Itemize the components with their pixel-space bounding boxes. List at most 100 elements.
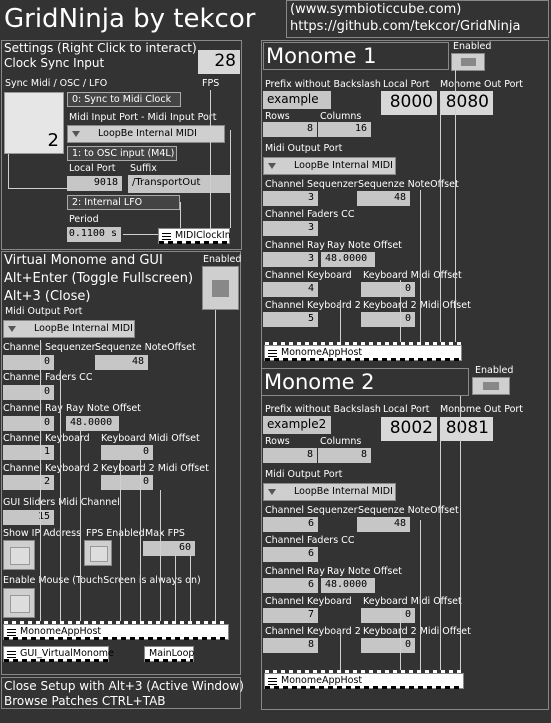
max-fps-input[interactable]: 60	[143, 541, 195, 556]
chevron-down-icon	[268, 163, 276, 169]
sync-source-selector[interactable]: 2	[4, 92, 64, 154]
monome1-out-port-label: Monome Out Port	[440, 79, 524, 90]
monome1-ch-kb-input[interactable]: 4	[263, 282, 318, 297]
menu-icon	[268, 350, 277, 351]
monome1-ch-faders-input[interactable]: 3	[263, 221, 318, 236]
virtual-ch-ray-input[interactable]: 0	[3, 416, 54, 431]
chevron-down-icon	[268, 489, 276, 495]
monome2-rows-input[interactable]: 8	[263, 448, 317, 463]
monome2-kb2-midi-input[interactable]: 0	[361, 638, 415, 653]
fps-display[interactable]: 28	[198, 50, 240, 74]
monome1-ray-note-input[interactable]: 48.0000	[321, 252, 375, 267]
virtual-kb2-midi-input[interactable]: 0	[101, 475, 153, 490]
suffix-input[interactable]: /TransportOut	[128, 175, 230, 193]
local-port-input[interactable]: 9018	[67, 176, 122, 191]
monome2-kb-midi-input[interactable]: 0	[361, 608, 415, 623]
show-ip-toggle[interactable]	[3, 540, 35, 570]
monome2-ray-note-input[interactable]: 48.0000	[321, 578, 375, 593]
mainloop-node[interactable]: MainLoop	[144, 646, 194, 662]
monome1-prefix-input[interactable]: example	[263, 91, 331, 109]
monome2-ch-seq-label: Channel Sequenzer	[265, 505, 358, 516]
option-internal-lfo[interactable]: 2: Internal LFO	[67, 195, 180, 210]
menu-icon	[268, 678, 277, 679]
monome1-enabled-toggle[interactable]	[451, 53, 485, 71]
midi-input-dropdown[interactable]: LoopBe Internal MIDI	[67, 125, 225, 143]
monome1-rows-input[interactable]: 8	[263, 122, 317, 137]
monome2-columns-label: Columns	[320, 436, 362, 447]
virtual-enabled-label: Enabled	[203, 254, 242, 265]
virtual-monome-app-host[interactable]: MonomeAppHost	[3, 621, 229, 640]
midiclockin-node[interactable]: MIDIClockIn	[158, 228, 231, 244]
virtual-ch-ray-label: Channel Ray	[3, 403, 63, 414]
monome1-local-port-label: Local Port	[383, 79, 430, 90]
chevron-down-icon	[72, 131, 80, 137]
monome1-ch-seq-input[interactable]: 3	[263, 191, 318, 206]
monome2-ch-ray-input[interactable]: 6	[263, 578, 318, 593]
monome2-seq-note-input[interactable]: 48	[357, 517, 410, 532]
midi-input-port-label: Midi Input Port - Midi Input Port	[69, 112, 217, 123]
max-fps-label: Max FPS	[145, 528, 185, 539]
virtual-ch-seq-label: Channel Sequenzer	[3, 342, 96, 353]
monome1-midi-output-dropdown[interactable]: LoopBe Internal MIDI	[263, 157, 396, 175]
monome2-rows-label: Rows	[265, 436, 290, 447]
monome2-ch-kb-input[interactable]: 7	[263, 608, 318, 623]
monome1-midi-output-label: Midi Output Port	[265, 143, 343, 154]
gui-sliders-input[interactable]: 15	[3, 510, 54, 525]
monome1-enabled-label: Enabled	[453, 41, 492, 52]
virtual-enabled-toggle[interactable]	[202, 266, 239, 310]
option-osc-input[interactable]: 1: to OSC input (M4L)	[67, 146, 177, 161]
settings-panel	[1, 40, 242, 250]
monome2-ch-kb2-input[interactable]: 8	[263, 638, 318, 653]
monome2-app-host[interactable]: MonomeAppHost	[264, 670, 464, 689]
monome1-local-port-input[interactable]: 8000	[381, 91, 437, 115]
monome1-title: Monome 1	[266, 44, 377, 68]
monome2-ch-faders-input[interactable]: 6	[263, 547, 318, 562]
monome1-ch-kb2-input[interactable]: 5	[263, 312, 318, 327]
monome2-out-port-input[interactable]: 8081	[440, 417, 493, 441]
monome2-enabled-label: Enabled	[475, 365, 514, 376]
virtual-kb2-midi-label: Keyboard 2 Midi Offset	[101, 463, 209, 474]
monome1-ch-faders-label: Channel Faders CC	[265, 209, 355, 220]
monome1-kb-midi-input[interactable]: 0	[361, 282, 415, 297]
monome1-ch-seq-label: Channel Sequenzer	[265, 179, 358, 190]
monome1-kb2-midi-input[interactable]: 0	[361, 312, 415, 327]
monome1-app-host[interactable]: MonomeAppHost	[264, 342, 462, 361]
monome1-ch-ray-label: Channel Ray	[265, 240, 325, 251]
fps-label: FPS	[202, 78, 220, 89]
monome2-kb-midi-label: Keyboard Midi Offset	[363, 596, 462, 607]
fullscreen-hint: Alt+Enter (Toggle Fullscreen)	[4, 271, 194, 286]
monome1-rows-label: Rows	[265, 111, 290, 122]
monome1-seq-note-input[interactable]: 48	[357, 191, 410, 206]
option-midi-clock[interactable]: 0: Sync to Midi Clock	[67, 92, 181, 107]
virtual-kb-midi-label: Keyboard Midi Offset	[101, 433, 200, 444]
footer-panel	[1, 677, 241, 709]
website-url: (www.symbioticcube.com)	[290, 2, 462, 17]
monome2-midi-output-dropdown[interactable]: LoopBe Internal MIDI	[263, 483, 396, 501]
monome1-ch-kb-label: Channel Keyboard	[265, 270, 352, 281]
monome1-columns-input[interactable]: 16	[318, 122, 371, 137]
virtual-ray-note-input[interactable]: 48.0000	[66, 416, 119, 431]
virtual-ch-faders-input[interactable]: 0	[3, 385, 54, 400]
virtual-ch-kb-input[interactable]: 1	[3, 445, 54, 460]
monome2-ch-ray-label: Channel Ray	[265, 566, 325, 577]
monome2-enabled-toggle[interactable]	[472, 377, 510, 395]
fps-enabled-toggle[interactable]	[84, 540, 112, 566]
menu-icon	[7, 629, 16, 630]
monome2-columns-input[interactable]: 8	[318, 448, 371, 463]
virtual-kb-midi-input[interactable]: 0	[101, 445, 153, 460]
monome2-ch-seq-input[interactable]: 6	[263, 517, 318, 532]
virtual-ch-faders-label: Channel Faders CC	[3, 372, 93, 383]
monome2-local-port-input[interactable]: 8002	[381, 417, 437, 441]
virtual-midi-output-dropdown[interactable]: LoopBe Internal MIDI	[3, 320, 135, 338]
virtual-seq-note-input[interactable]: 48	[95, 355, 148, 370]
enable-mouse-toggle[interactable]	[3, 588, 35, 618]
gui-virtual-monome-node[interactable]: GUI_VirtualMonome	[3, 646, 114, 662]
show-ip-label: Show IP Address	[3, 528, 82, 539]
virtual-ch-seq-input[interactable]: 0	[3, 355, 54, 370]
monome2-prefix-input[interactable]: example2	[263, 416, 331, 434]
chevron-down-icon	[8, 326, 16, 332]
monome1-out-port-input[interactable]: 8080	[440, 91, 493, 115]
period-input[interactable]: 0.1100 s	[67, 227, 121, 242]
virtual-ch-kb2-input[interactable]: 2	[3, 475, 54, 490]
monome1-ch-ray-input[interactable]: 3	[263, 252, 318, 267]
